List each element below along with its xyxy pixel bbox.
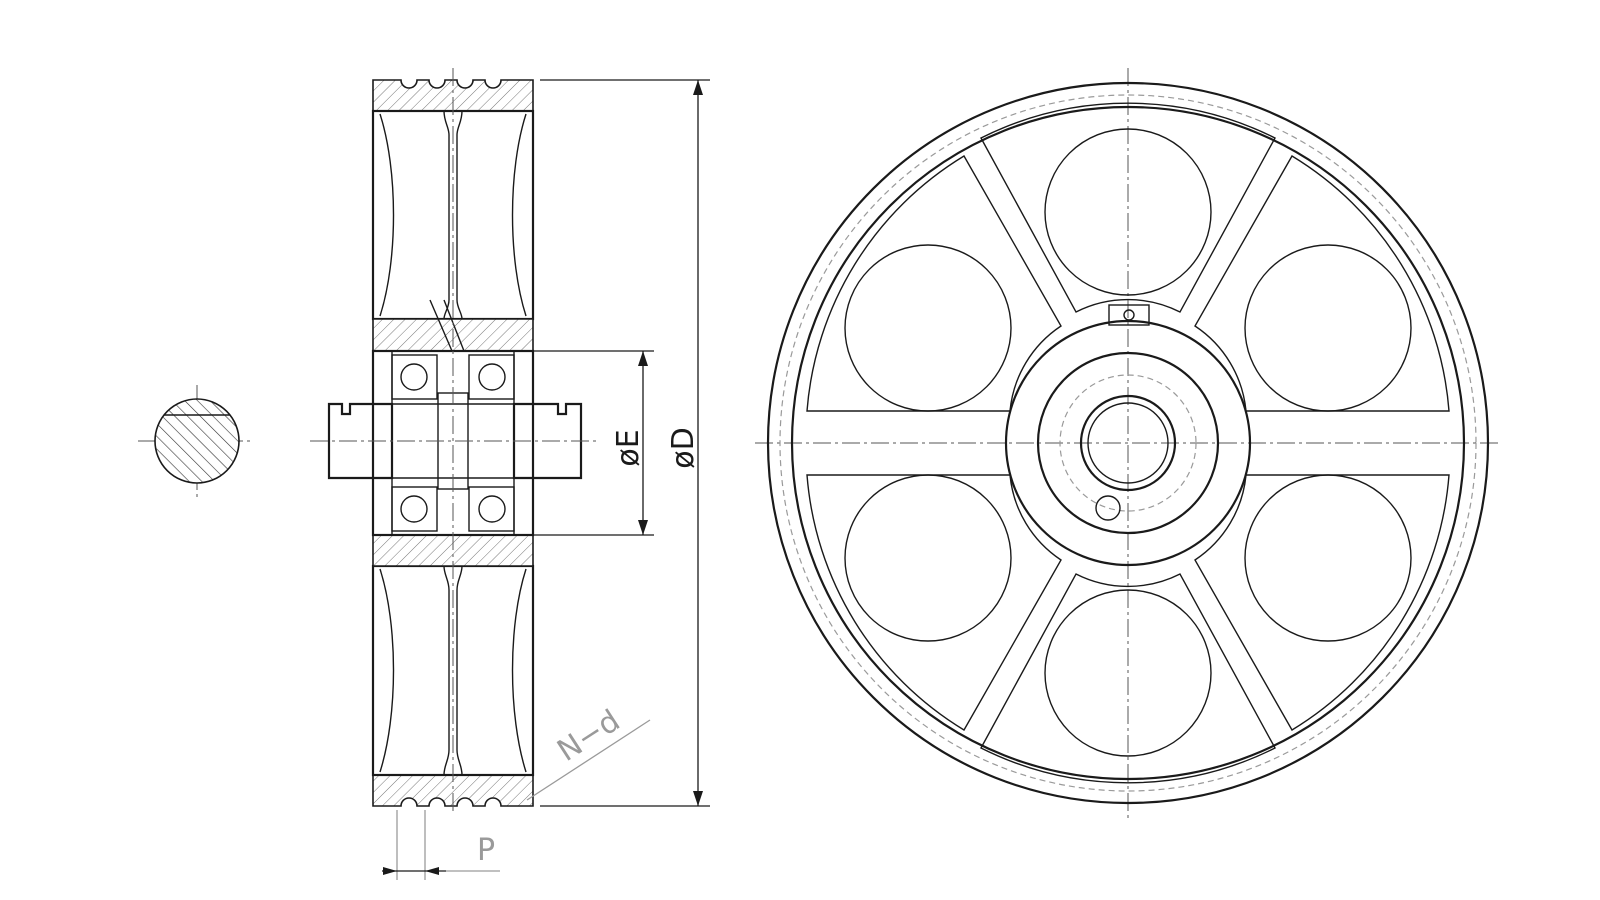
grease-hole (1095, 495, 1121, 521)
lightening-hole (844, 474, 1012, 642)
groove-spec-label: N−d (551, 703, 626, 769)
outer-diameter-label: øD (666, 427, 701, 468)
bearing-ball (400, 495, 428, 523)
side-section-view (310, 68, 600, 815)
lightening-hole (1044, 128, 1212, 296)
bore-diameter-label: øE (611, 429, 646, 466)
bore-outer (1079, 394, 1177, 492)
hub-outer (1004, 319, 1252, 567)
bearing-ball (478, 363, 506, 391)
front-view (755, 68, 1500, 820)
dimension-lines (382, 79, 710, 880)
lightening-hole (1244, 244, 1412, 412)
inner-rim-circle (790, 105, 1466, 781)
lightening-hole (1244, 474, 1412, 642)
pitch-label: P (477, 833, 495, 868)
hub-inner (1036, 351, 1220, 535)
bearing-ball (478, 495, 506, 523)
lightening-hole (1044, 589, 1212, 757)
bearing-ball (400, 363, 428, 391)
lightening-hole (844, 244, 1012, 412)
rim-top (372, 79, 534, 112)
lube-fitting (1108, 304, 1150, 326)
rim-bottom (372, 774, 534, 807)
shaft (327, 402, 394, 480)
bore-inner (1087, 402, 1169, 484)
outer-rim-circle (766, 81, 1490, 805)
shaft-section-view (138, 385, 252, 498)
